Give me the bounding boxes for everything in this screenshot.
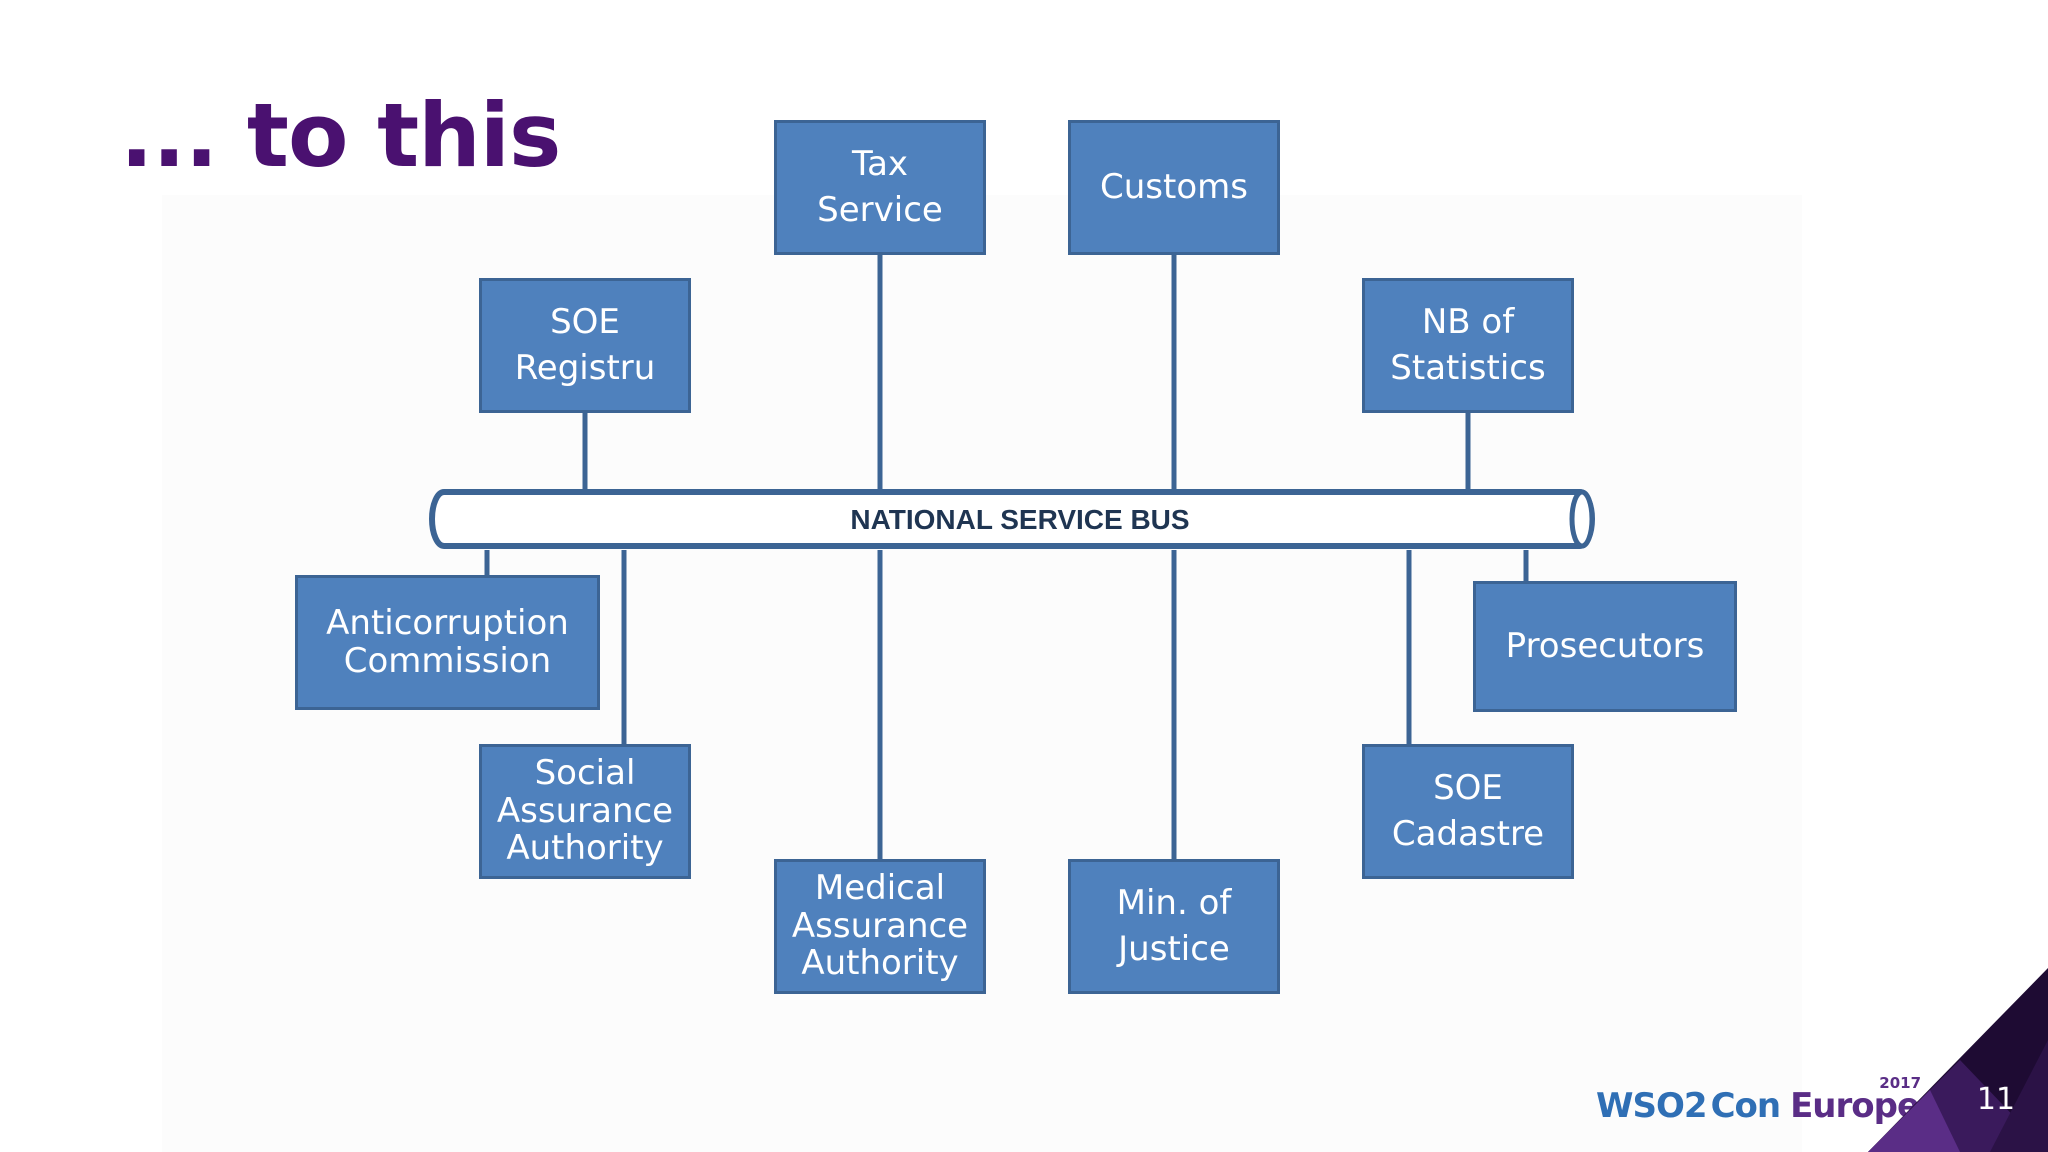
logo-wso2-text: WSO2: [1596, 1086, 1708, 1126]
logo-europe-text: Europe: [1790, 1086, 1920, 1126]
bus-pipe: [429, 489, 1595, 549]
slide-title: ... to this: [120, 84, 561, 187]
node-medical-assurance-authority: Medical Assurance Authority: [774, 859, 986, 994]
page-number: 11: [1976, 1082, 2016, 1117]
bus-label: NATIONAL SERVICE BUS: [850, 504, 1190, 535]
node-customs: Customs: [1068, 120, 1280, 255]
logo-con-text: Con: [1710, 1086, 1782, 1126]
node-nb-statistics: NB of Statistics: [1362, 278, 1574, 413]
node-tax-service: Tax Service: [774, 120, 986, 255]
wso2con-europe-logo: WSO2 Con Europe 2017: [1596, 1074, 1921, 1144]
logo-year-text: 2017: [1879, 1074, 1922, 1092]
node-soe-cadastre: SOE Cadastre: [1362, 744, 1574, 879]
node-social-assurance-authority: Social Assurance Authority: [479, 744, 691, 879]
node-prosecutors: Prosecutors: [1473, 581, 1737, 712]
node-anticorruption-commission: Anticorruption Commission: [295, 575, 600, 710]
node-soe-registru: SOE Registru: [479, 278, 691, 413]
node-min-of-justice: Min. of Justice: [1068, 859, 1280, 994]
